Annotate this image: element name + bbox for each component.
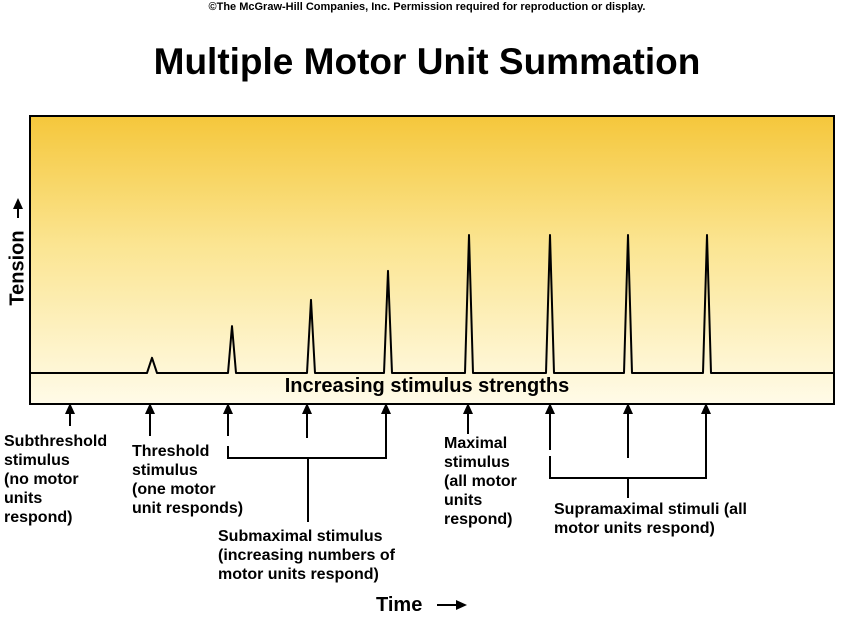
stimulus-arrow (623, 403, 633, 458)
stimulus-arrow (545, 403, 555, 450)
maximal-label: Maximal stimulus (all motor units respon… (444, 435, 517, 528)
diagram-title: Multiple Motor Unit Summation (153, 41, 701, 82)
baseline-label: Increasing stimulus strengths (284, 375, 570, 397)
submaximal-bracket (227, 446, 387, 459)
threshold-label: Threshold stimulus (one motor unit respo… (132, 443, 244, 517)
stimulus-arrow (145, 403, 155, 436)
supramaximal-bracket (549, 456, 707, 479)
copyright-notice: ©The McGraw-Hill Companies, Inc. Permiss… (208, 1, 646, 13)
stimulus-arrow (463, 403, 473, 434)
stimulus-arrow (302, 403, 312, 438)
stimulus-arrow (65, 403, 75, 426)
time-arrow (437, 600, 467, 610)
tension-trace (30, 234, 834, 374)
submaximal-label: Submaximal stimulus (increasing numbers … (218, 528, 395, 583)
trace-line (30, 234, 834, 374)
tension-arrow (13, 198, 23, 218)
tension-panel (29, 115, 835, 405)
stimulus-arrow (223, 403, 233, 436)
x-axis-label: Time (376, 594, 423, 616)
supramaximal-label: Supramaximal stimuli (all motor units re… (554, 501, 747, 537)
group-brackets (227, 446, 707, 522)
subthreshold-label: Subthreshold stimulus (no motor units re… (4, 433, 108, 526)
stimulus-arrow (381, 403, 391, 446)
